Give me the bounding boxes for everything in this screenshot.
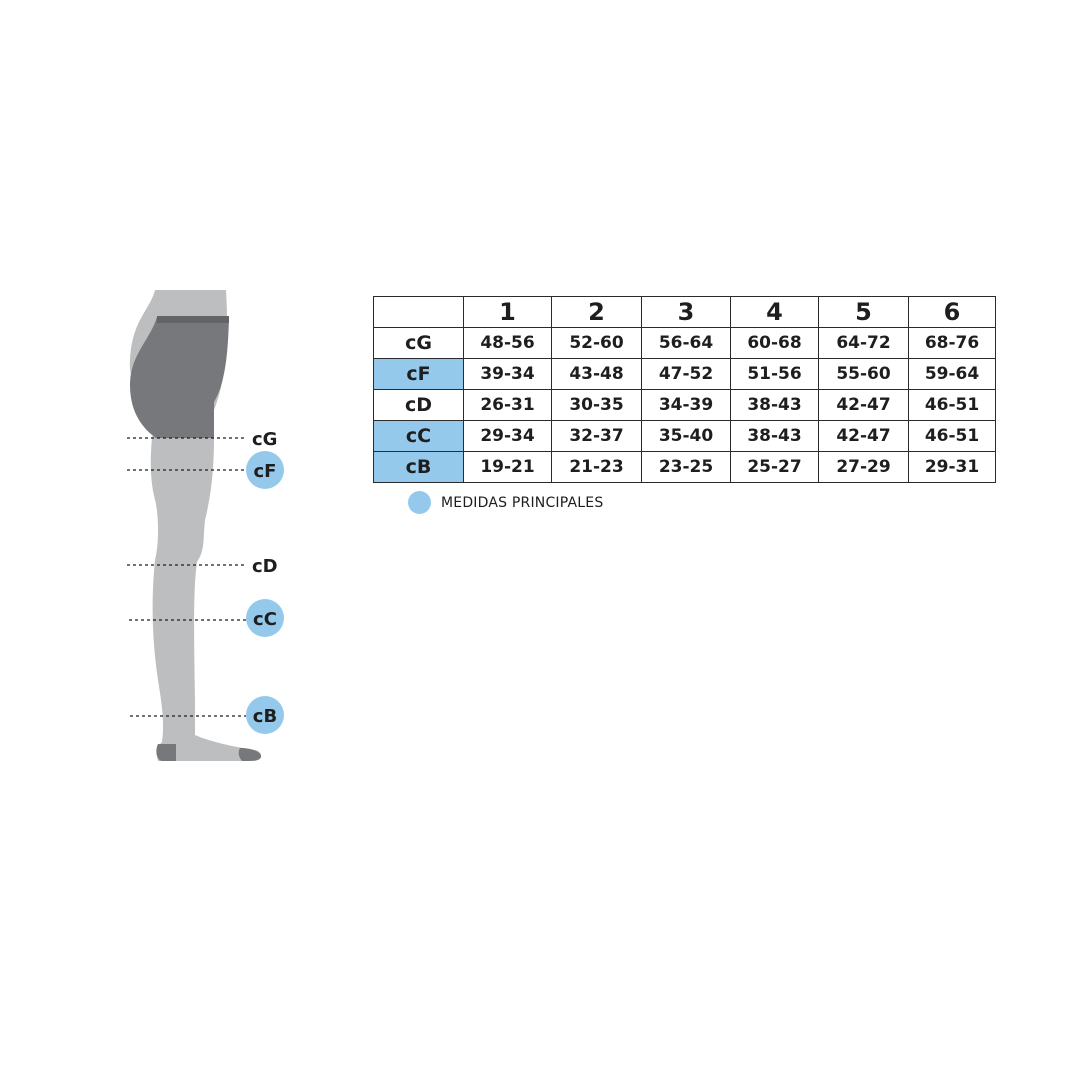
- size-header-4: 4: [730, 296, 819, 328]
- table-cell: 68-76: [908, 327, 996, 359]
- size-header-2: 2: [551, 296, 642, 328]
- heel: [156, 744, 176, 761]
- table-cell: 25-27: [730, 451, 819, 483]
- measure-label-cF: cF: [254, 461, 277, 482]
- measure-label-cG: cG: [252, 429, 277, 450]
- toe: [238, 748, 262, 761]
- table-cell: 26-31: [463, 389, 552, 421]
- table-cell: 60-68: [730, 327, 819, 359]
- table-cell: 46-51: [908, 389, 996, 421]
- table-cell: 39-34: [463, 358, 552, 390]
- size-header-3: 3: [641, 296, 731, 328]
- table-cell: 52-60: [551, 327, 642, 359]
- size-header-1: 1: [463, 296, 552, 328]
- measure-line-cD: cD: [127, 556, 278, 577]
- table-row-cC: cC 29-34 32-37 35-40 38-43 42-47 46-51: [373, 420, 996, 452]
- table-cell: 55-60: [818, 358, 909, 390]
- legend-label: MEDIDAS PRINCIPALES: [441, 494, 604, 511]
- legend: MEDIDAS PRINCIPALES: [408, 491, 603, 514]
- size-header-5: 5: [818, 296, 909, 328]
- table-cell: 47-52: [641, 358, 731, 390]
- measure-label-cC: cC: [253, 609, 277, 630]
- table-cell: 64-72: [818, 327, 909, 359]
- table-cell: 27-29: [818, 451, 909, 483]
- measure-line-cG: cG: [127, 429, 277, 450]
- measure-label-cD: cD: [252, 556, 278, 577]
- table-cell: 29-34: [463, 420, 552, 452]
- measure-label-cB: cB: [253, 706, 277, 727]
- row-label-cG: cG: [373, 327, 464, 359]
- table-cell: 51-56: [730, 358, 819, 390]
- table-row-cB: cB 19-21 21-23 23-25 25-27 27-29 29-31: [373, 451, 996, 483]
- table-cell: 34-39: [641, 389, 731, 421]
- size-header-6: 6: [908, 296, 996, 328]
- size-table: 1 2 3 4 5 6 cG 48-56 52-60 56-64 60-68 6…: [373, 296, 996, 483]
- table-cell: 46-51: [908, 420, 996, 452]
- corner-cell: [373, 296, 464, 328]
- row-label-cC: cC: [373, 420, 464, 452]
- measure-line-cC: cC: [129, 599, 284, 637]
- main-measure-circle-cC: [246, 599, 284, 637]
- table-cell: 42-47: [818, 420, 909, 452]
- main-measure-circle-cF: [246, 451, 284, 489]
- measure-line-cF: cF: [127, 451, 284, 489]
- table-cell: 30-35: [551, 389, 642, 421]
- table-cell: 38-43: [730, 389, 819, 421]
- table-cell: 56-64: [641, 327, 731, 359]
- table-cell: 48-56: [463, 327, 552, 359]
- table-cell: 23-25: [641, 451, 731, 483]
- table-cell: 21-23: [551, 451, 642, 483]
- row-label-cF: cF: [373, 358, 464, 390]
- measure-line-cB: cB: [130, 696, 284, 734]
- row-label-cB: cB: [373, 451, 464, 483]
- legend-dot-icon: [408, 491, 431, 514]
- table-cell: 19-21: [463, 451, 552, 483]
- table-row-cF: cF 39-34 43-48 47-52 51-56 55-60 59-64: [373, 358, 996, 390]
- table-row-cG: cG 48-56 52-60 56-64 60-68 64-72 68-76: [373, 327, 996, 359]
- table-row-cD: cD 26-31 30-35 34-39 38-43 42-47 46-51: [373, 389, 996, 421]
- table-cell: 59-64: [908, 358, 996, 390]
- main-measure-circle-cB: [246, 696, 284, 734]
- panty-part: [130, 317, 229, 438]
- table-cell: 35-40: [641, 420, 731, 452]
- table-cell: 43-48: [551, 358, 642, 390]
- table-cell: 29-31: [908, 451, 996, 483]
- row-label-cD: cD: [373, 389, 464, 421]
- size-header-row: 1 2 3 4 5 6: [373, 296, 996, 328]
- table-cell: 32-37: [551, 420, 642, 452]
- waistband: [157, 316, 229, 323]
- table-cell: 42-47: [818, 389, 909, 421]
- table-cell: 38-43: [730, 420, 819, 452]
